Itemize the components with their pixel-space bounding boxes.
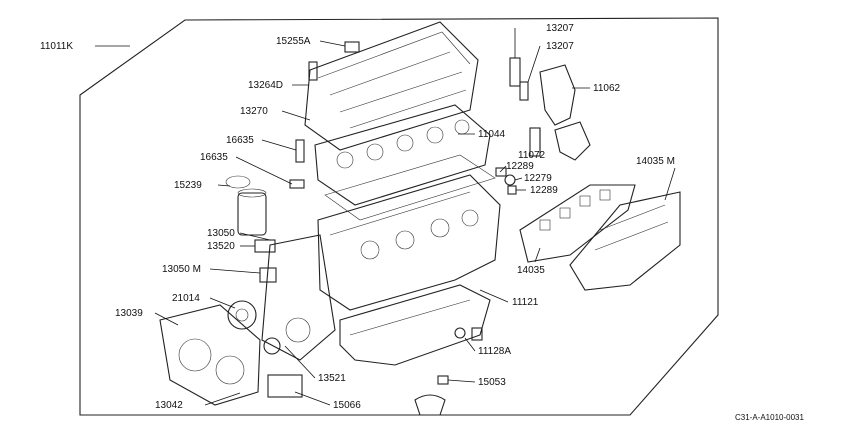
valve-cover xyxy=(304,21,479,151)
label-12279: 12279 xyxy=(524,173,552,184)
cylinder-head xyxy=(314,104,491,206)
label-13039: 13039 xyxy=(115,308,143,319)
label-13207-upper: 13207 xyxy=(546,23,574,34)
oil-filter xyxy=(225,175,267,236)
water-pump xyxy=(227,300,257,330)
diagram-code: C31-A-A1010-0031 xyxy=(735,413,804,422)
label-13520: 13520 xyxy=(207,241,235,252)
label-11062: 11062 xyxy=(593,83,621,94)
label-11044: 11044 xyxy=(478,129,506,140)
label-15255A: 15255A xyxy=(276,36,311,47)
label-11121: 11121 xyxy=(512,297,539,308)
label-14035M: 14035 M xyxy=(636,156,675,167)
front-cover xyxy=(159,304,261,406)
crank-seal xyxy=(263,337,281,355)
label-13521: 13521 xyxy=(318,373,346,384)
small-parts xyxy=(254,41,541,416)
label-21014: 21014 xyxy=(172,293,200,304)
label-14035: 14035 xyxy=(517,265,545,276)
oil-pan xyxy=(339,284,491,366)
thermostat-housing xyxy=(539,64,591,161)
label-13050: 13050 xyxy=(207,228,235,239)
intake-manifold xyxy=(569,191,681,291)
head-gasket xyxy=(324,154,496,221)
label-13042: 13042 xyxy=(155,400,183,411)
cylinder-block xyxy=(317,174,501,311)
assembly-boundary xyxy=(79,17,719,416)
label-16635-upper: 16635 xyxy=(226,135,254,146)
leader-lines xyxy=(95,28,676,406)
label-12289-upper: 12289 xyxy=(506,161,534,172)
exhaust-manifold xyxy=(519,184,636,263)
label-11128A: 11128A xyxy=(478,346,511,357)
label-15066: 15066 xyxy=(333,400,361,411)
label-11011K: 11011K xyxy=(40,41,73,52)
label-15053: 15053 xyxy=(478,377,506,388)
label-13207-lower: 13207 xyxy=(546,41,574,52)
label-16635-lower: 16635 xyxy=(200,152,228,163)
label-12289-lower: 12289 xyxy=(530,185,558,196)
timing-cover xyxy=(261,234,336,361)
label-11072: 11072 xyxy=(518,150,546,161)
label-13270: 13270 xyxy=(240,106,268,117)
label-15239: 15239 xyxy=(174,180,202,191)
label-13050M: 13050 M xyxy=(162,264,201,275)
label-13264D: 13264D xyxy=(248,80,283,91)
